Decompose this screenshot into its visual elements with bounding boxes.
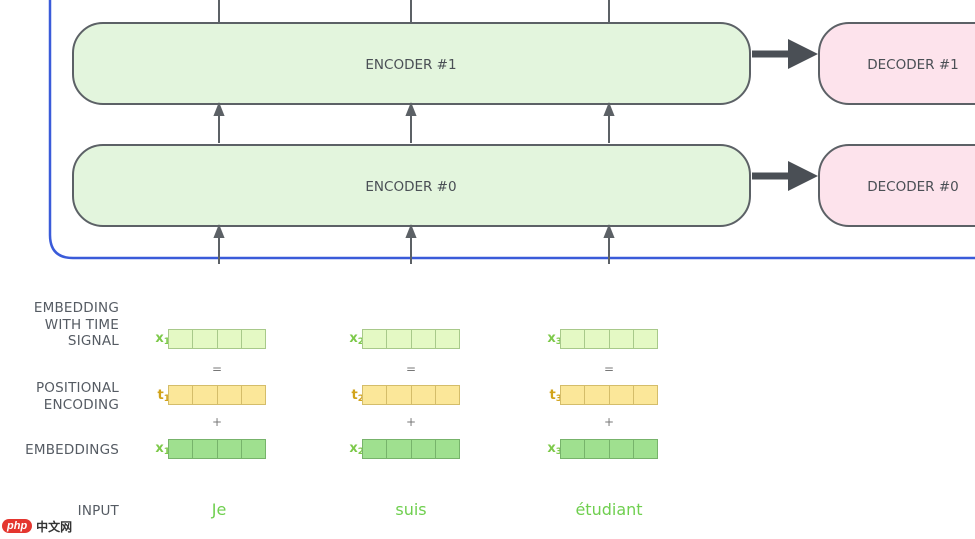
equals-sign-2: = (405, 362, 417, 376)
x1-label: x1 (155, 441, 170, 457)
php-cn-watermark: php 中文网 (2, 516, 72, 536)
encoder-1-label: ENCODER #1 (365, 57, 456, 73)
x2-time-vector (362, 329, 460, 349)
x2-label: x2 (349, 441, 364, 457)
arrow-enc0-dec0-head (788, 161, 818, 191)
decoder-1-box (818, 22, 975, 105)
x3-time-label: x3 (547, 331, 562, 347)
x1-vector (168, 439, 266, 459)
input-word-1: Je (211, 500, 227, 519)
t3-vector (560, 385, 658, 405)
t1-label: t1 (157, 388, 170, 404)
plus-sign-2: + (405, 415, 417, 429)
x3-label: x3 (547, 441, 562, 457)
plus-sign-3: + (603, 415, 615, 429)
decoder-0-label: DECODER #0 (867, 179, 958, 195)
php-logo-badge: php (2, 519, 33, 533)
equals-sign-3: = (603, 362, 615, 376)
decoder-1-label: DECODER #1 (867, 57, 958, 73)
equals-sign-1: = (211, 362, 223, 376)
x2-vector (362, 439, 460, 459)
php-site-name: 中文网 (36, 519, 73, 534)
x3-vector (560, 439, 658, 459)
row-label-input: INPUT (77, 503, 119, 519)
plus-sign-1: + (211, 415, 223, 429)
decoder-0-box (818, 144, 975, 227)
x2-time-label: x2 (349, 331, 364, 347)
row-label-embedding-with-time-signal: EMBEDDING WITH TIME SIGNAL (33, 300, 119, 349)
row-label-embeddings: EMBEDDINGS (25, 442, 119, 458)
input-word-3: étudiant (575, 500, 643, 519)
row-label-positional-encoding: POSITIONAL ENCODING (35, 380, 119, 413)
t3-label: t3 (549, 388, 562, 404)
arrow-enc1-dec1-head (788, 39, 818, 69)
t2-vector (362, 385, 460, 405)
t2-label: t2 (351, 388, 364, 404)
encoder-stack-frame (48, 0, 975, 260)
x3-time-vector (560, 329, 658, 349)
encoder-0-label: ENCODER #0 (365, 179, 456, 195)
t1-vector (168, 385, 266, 405)
input-word-2: suis (395, 500, 427, 519)
x1-time-vector (168, 329, 266, 349)
x1-time-label: x1 (155, 331, 170, 347)
